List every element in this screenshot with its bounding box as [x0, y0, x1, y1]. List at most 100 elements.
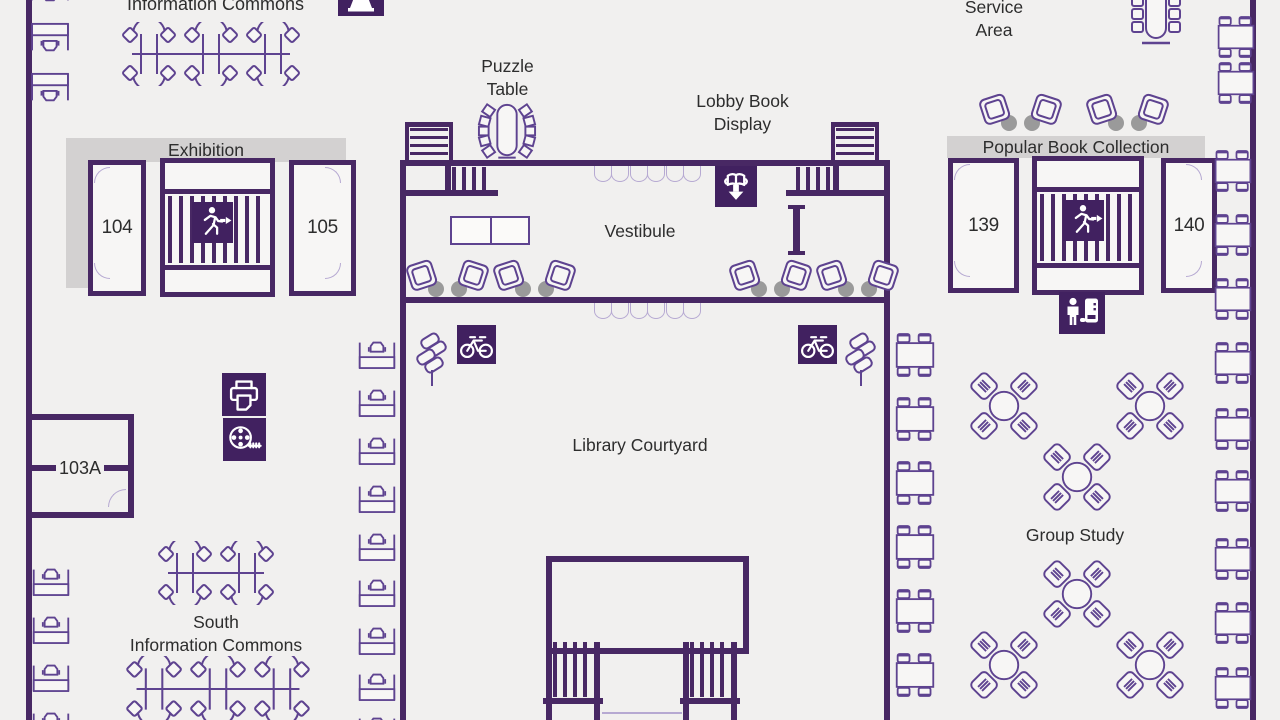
lounge-chair [857, 258, 901, 300]
wall-right-exterior [1250, 0, 1256, 720]
book-drop-icon [715, 166, 757, 207]
reading-table [1213, 534, 1253, 584]
display-table [450, 216, 530, 245]
table-pod [116, 22, 306, 86]
reading-table [1216, 58, 1256, 108]
lounge-chair [1127, 92, 1171, 134]
emergency-exit-icon [192, 202, 233, 243]
door-swing [666, 303, 684, 319]
group-study-cluster [967, 628, 1041, 702]
group-study-cluster [1113, 628, 1187, 702]
stair-landing [1037, 263, 1139, 290]
stair-landing [1037, 161, 1139, 192]
lounge-chair [770, 258, 814, 300]
reading-table [1213, 663, 1253, 713]
bicycle-parking-icon [798, 325, 837, 364]
stair-landing [165, 163, 270, 194]
wall-103a [104, 465, 134, 471]
information-stand-icon [338, 0, 384, 16]
bike-rack [413, 332, 453, 388]
room-105: 105 [289, 160, 356, 296]
room-103a-label: 103A [50, 457, 110, 481]
reading-table [1213, 338, 1253, 388]
emergency-exit-icon [1063, 200, 1104, 241]
study-carrel [357, 384, 397, 419]
reading-table [1213, 404, 1253, 454]
courtyard-stair-wall [594, 642, 600, 704]
lounge-chair [1020, 92, 1064, 134]
lounge-chair [814, 258, 858, 300]
stair-rail [449, 126, 453, 162]
courtyard-stair-wall [683, 642, 689, 704]
stair-rail [831, 122, 879, 127]
door-swing [647, 303, 665, 319]
lounge-chair [977, 92, 1021, 134]
wall-103a [28, 512, 134, 518]
area-label-vestibule: Vestibule [570, 220, 710, 243]
room-105-label: 105 [307, 217, 338, 238]
door-swing [611, 166, 629, 182]
study-carrel [31, 611, 71, 646]
area-label-north-information-commons: Information Commons [126, 0, 305, 14]
reading-table [894, 330, 936, 380]
area-label-south-information-commons: South Information Commons [100, 611, 332, 657]
reading-table [894, 394, 936, 444]
wall-entry-west [445, 161, 451, 196]
group-study-cluster [1113, 369, 1187, 443]
stair-treads [796, 167, 832, 190]
stair-rail [831, 126, 835, 162]
service-area-line2: Area [975, 20, 1013, 41]
service-area-line1: Service [964, 0, 1024, 17]
self-service-kiosk-icon [1059, 292, 1105, 334]
wall-103a [28, 465, 56, 471]
film-reel-icon [223, 418, 266, 461]
reading-table [1213, 274, 1253, 324]
study-carrel [31, 563, 71, 598]
table-pod [150, 541, 282, 605]
study-carrel [357, 622, 397, 657]
vestibule-label: Vestibule [604, 221, 676, 241]
reading-table [894, 650, 936, 700]
courtyard-stair-wall [731, 704, 737, 720]
study-carrel [31, 707, 71, 720]
door-swing [630, 166, 648, 182]
wall-courtyard-right [884, 160, 890, 720]
exhibition-floor-shading [66, 162, 88, 288]
stairwell-west [160, 158, 275, 297]
lounge-chair [447, 258, 491, 300]
courtyard-stair-wall [546, 704, 552, 720]
wall-entry-west [400, 190, 498, 196]
stair-rail [405, 122, 453, 127]
stair-treads [410, 128, 448, 160]
wall-vestibule-top [400, 160, 890, 166]
column [793, 208, 800, 252]
room-139-label: 139 [968, 214, 999, 236]
south-commons-line1: South [193, 612, 239, 632]
reading-table [1216, 12, 1256, 62]
lounge-chair [404, 258, 448, 300]
reading-table [1213, 210, 1253, 260]
door-swing [666, 166, 684, 182]
courtyard-structure-line [602, 712, 682, 714]
area-label-exhibition: Exhibition [168, 139, 244, 160]
wall-103a [28, 414, 134, 420]
area-label-popular-book-collection: Popular Book Collection [982, 136, 1170, 157]
wall-left-exterior [26, 0, 32, 720]
lounge-chair [1084, 92, 1128, 134]
study-carrel [357, 528, 397, 563]
reading-table [894, 522, 936, 572]
stair-treads [452, 167, 488, 190]
courtyard-stair-wall [546, 642, 552, 704]
study-carrel [357, 712, 397, 720]
library-courtyard-label: Library Courtyard [572, 435, 708, 455]
wall-courtyard-left [400, 160, 406, 720]
door-swing [108, 489, 126, 507]
area-label-puzzle-table: Puzzle Table [455, 55, 560, 101]
bicycle-parking-icon [457, 325, 496, 364]
reading-table [894, 586, 936, 636]
courtyard-stair-wall [680, 698, 740, 704]
door-swing [594, 166, 612, 182]
courtyard-structure [546, 556, 749, 654]
courtyard-stair-wall [731, 642, 737, 704]
